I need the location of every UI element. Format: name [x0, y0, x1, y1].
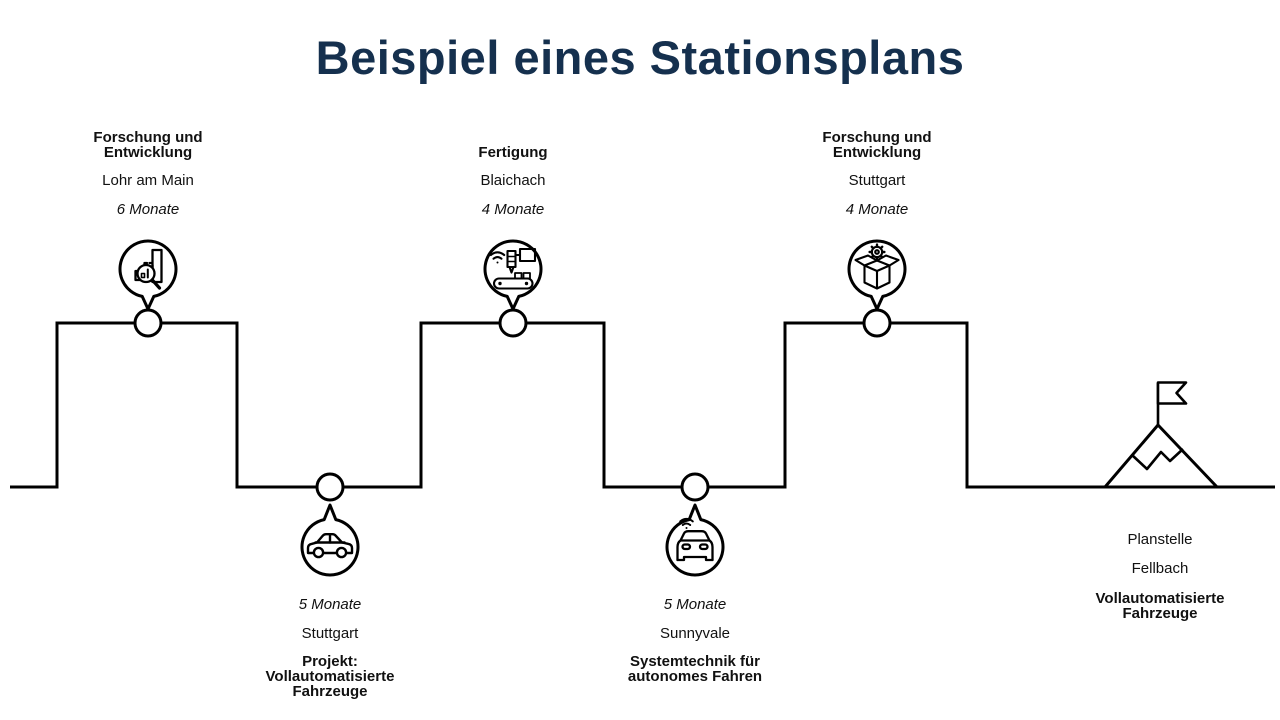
- conveyor-belt: [492, 277, 534, 290]
- station-location: Blaichach: [480, 172, 546, 189]
- station-duration: 5 Monate: [663, 596, 727, 613]
- conveyor-roller-left: [498, 281, 502, 286]
- station-location: Lohr am Main: [102, 172, 194, 189]
- chart-magnifier-icon: [134, 248, 163, 290]
- robot-spindle: [506, 249, 517, 269]
- station-location: Stuttgart: [301, 624, 359, 642]
- station-title: Fertigung: [478, 144, 548, 161]
- station-1: Forschung und Entwicklung Lohr am Main 6…: [60, 130, 236, 217]
- station-location: Sunnyvale: [659, 624, 731, 642]
- wifi-arc-1: [681, 522, 692, 526]
- conveyor-roller-right: [524, 281, 529, 286]
- station-location: Stuttgart: [848, 172, 906, 189]
- station-duration: 4 Monate: [845, 200, 909, 218]
- lens-detail-bar: [140, 272, 146, 279]
- destination-topic: Vollautomatisierte Fahrzeuge: [1095, 590, 1225, 622]
- car-front-bottom: [676, 555, 714, 562]
- station-title: Systemtechnik für autonomes Fahren: [627, 653, 763, 685]
- destination: Planstelle Fellbach Vollautomatisierte F…: [1062, 532, 1258, 621]
- mountain-snowline: [1131, 448, 1184, 471]
- station-duration: 4 Monate: [481, 200, 545, 218]
- robot-arm-conveyor-icon: [489, 247, 537, 290]
- station-4: 5 Monate Sunnyvale Systemtechnik für aut…: [607, 597, 783, 684]
- mountain-outline: [1103, 423, 1219, 489]
- connected-car-icon: [676, 517, 714, 562]
- wifi-dot: [685, 527, 688, 529]
- mountain-flag-icon: [1103, 381, 1219, 489]
- wifi-arc-2: [489, 251, 506, 257]
- destination-role: Planstelle: [1127, 531, 1193, 548]
- box-gear-icon: [854, 243, 900, 290]
- page-title: Beispiel eines Stationsplans: [315, 31, 965, 84]
- station-node-1: [133, 308, 163, 338]
- station-title: Forschung und Entwicklung: [822, 129, 932, 161]
- headlight-left: [681, 543, 692, 551]
- journey-path-line: [10, 321, 1275, 489]
- station-node-4: [680, 472, 710, 502]
- destination-location: Fellbach: [1131, 559, 1189, 577]
- station-node-3: [498, 308, 528, 338]
- station-3: Fertigung Blaichach 4 Monate: [425, 145, 601, 217]
- gear-hole: [874, 249, 880, 255]
- station-node-5: [862, 308, 892, 338]
- station-duration: 6 Monate: [116, 200, 180, 218]
- station-5: Forschung und Entwicklung Stuttgart 4 Mo…: [789, 130, 965, 217]
- wifi-dot: [496, 261, 499, 264]
- chart-bar-tall: [151, 248, 163, 284]
- flag: [1156, 381, 1188, 405]
- station-node-2: [315, 472, 345, 502]
- car-front-body: [676, 530, 714, 562]
- wifi-arc-2: [679, 517, 694, 523]
- station-title: Forschung und Entwicklung: [93, 129, 203, 161]
- drill-tip: [508, 265, 515, 274]
- car-side-icon: [306, 533, 354, 559]
- magnifier-handle: [150, 278, 162, 290]
- car-wheel-front: [312, 546, 325, 559]
- car-body: [306, 533, 354, 555]
- headlight-right: [698, 543, 709, 551]
- station-duration: 5 Monate: [298, 596, 362, 613]
- spindle-stripes: [506, 255, 517, 263]
- wifi-arc-1: [492, 256, 503, 260]
- gear-teeth: [868, 243, 886, 261]
- station-title: Projekt: Vollautomatisierte Fahrzeuge: [265, 653, 395, 700]
- car-wheel-rear: [335, 546, 348, 559]
- station-2: 5 Monate Stuttgart Projekt: Vollautomati…: [242, 597, 418, 699]
